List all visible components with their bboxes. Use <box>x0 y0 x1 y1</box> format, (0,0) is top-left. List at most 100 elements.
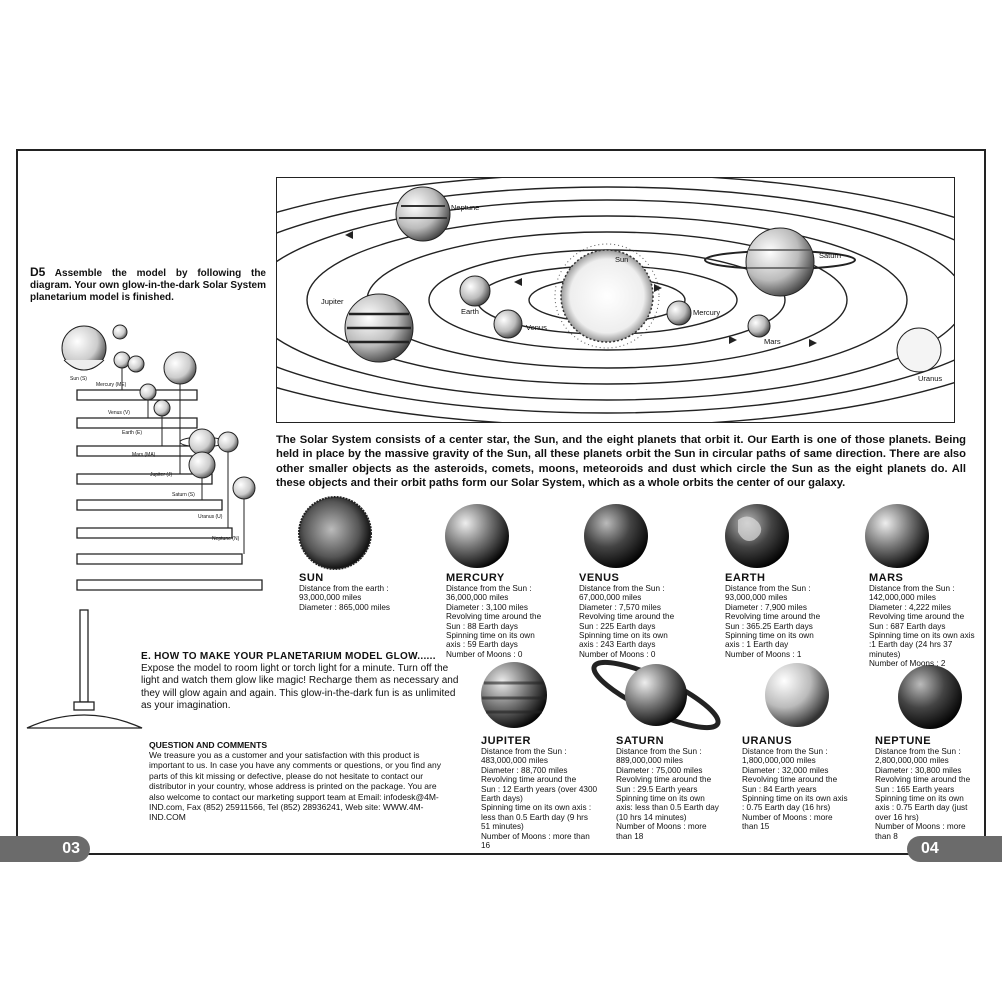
planet-fact: than 8 <box>875 831 898 841</box>
planet-fact: than 15 <box>742 822 770 832</box>
assembly-diagram: Sun (S) Mercury (ME) Venus (V) Earth (E)… <box>26 324 263 729</box>
planet-fact: less than 0.5 Earth day (9 hrs <box>481 812 588 822</box>
sun-image <box>298 496 372 570</box>
planet-fact: Sun : 84 Earth years <box>742 784 817 794</box>
planet-fact: Distance from the Sun : <box>481 747 567 756</box>
planet-fact: Sun : 165 Earth years <box>875 784 955 794</box>
planet-fact: Number of Moons : 0 <box>579 649 656 659</box>
planet-fact: minutes) <box>869 649 901 659</box>
planet-fact: 1,800,000,000 miles <box>742 756 816 766</box>
planet-fact: Sun : 12 Earth years (over 4300 <box>481 784 598 794</box>
planet-fact: Revolving time around the <box>579 612 675 622</box>
planet-fact: : 0.75 Earth day (16 hrs) <box>742 803 831 813</box>
planet-name: VENUS <box>579 572 620 584</box>
planet-fact: Number of Moons : 1 <box>725 649 802 659</box>
planet-fact: Number of Moons : more <box>742 812 833 822</box>
planet-fact: :1 Earth day (24 hrs 37 <box>869 640 953 650</box>
planet-fact: Number of Moons : more than <box>481 831 590 841</box>
planet-card-earth: EARTH Distance from the Sun : 93,000,000… <box>725 572 855 659</box>
planet-fact: 67,000,000 miles <box>579 593 642 603</box>
planet-card-venus: VENUS Distance from the Sun : 67,000,000… <box>579 572 709 659</box>
planet-name: MERCURY <box>446 572 505 584</box>
planet-fact: Diameter : 7,900 miles <box>725 602 807 612</box>
model-label-earth: Earth (E) <box>122 430 142 436</box>
saturn-image <box>625 664 687 726</box>
glow-instructions: E. HOW TO MAKE YOUR PLANETARIUM MODEL GL… <box>141 651 459 713</box>
planet-fact: Distance from the Sun : <box>875 747 961 756</box>
questions-comments: QUESTION AND COMMENTS We treasure you as… <box>149 740 454 823</box>
uranus-image <box>765 663 829 727</box>
planet-fact: Distance from the Sun : <box>725 584 811 593</box>
d5-text: Assemble the model by following the diag… <box>30 268 266 303</box>
model-label-mercury: Mercury (ME) <box>96 382 127 388</box>
planet-fact: Revolving time around the <box>742 775 838 785</box>
qc-heading: QUESTION AND COMMENTS <box>149 740 268 750</box>
planet-card-mars: MARS Distance from the Sun : 142,000,000… <box>869 572 989 669</box>
planet-fact: axis: less than 0.5 Earth day <box>616 803 719 813</box>
model-label-sun: Sun (S) <box>70 376 87 382</box>
planet-name: SATURN <box>616 735 665 747</box>
planet-fact: Revolving time around the <box>446 612 542 622</box>
planet-fact: Diameter : 3,100 miles <box>446 602 528 612</box>
planet-name: MARS <box>869 572 904 584</box>
planet-fact: 93,000,000 miles <box>299 593 362 603</box>
mercury-image <box>445 504 509 568</box>
planet-fact: 93,000,000 miles <box>725 593 788 603</box>
planet-fact: Diameter : 7,570 miles <box>579 602 661 612</box>
page-frame <box>16 149 986 855</box>
model-label-uranus: Uranus (U) <box>198 514 223 520</box>
label-sun: Sun <box>615 255 628 264</box>
planet-fact: Number of Moons : more <box>616 822 707 832</box>
planet-name: JUPITER <box>481 735 531 747</box>
page-number-left: 03 <box>0 836 90 862</box>
qc-body: We treasure you as a customer and your s… <box>149 750 441 823</box>
planet-fact: Spinning time on its own axis <box>869 631 975 641</box>
planet-fact: Distance from the Sun : <box>742 747 828 756</box>
label-venus: Venus <box>526 323 547 332</box>
solar-system-intro: The Solar System consists of a center st… <box>276 434 966 490</box>
glow-body: Expose the model to room light or torch … <box>141 663 459 712</box>
model-label-mars: Mars (MA) <box>132 452 156 458</box>
planet-card-saturn: SATURN Distance from the Sun : 889,000,0… <box>616 735 738 841</box>
planet-fact: Sun : 687 Earth days <box>869 621 946 631</box>
planet-name: URANUS <box>742 735 793 747</box>
planet-fact: 142,000,000 miles <box>869 593 936 603</box>
planet-name: NEPTUNE <box>875 735 932 747</box>
orbit-diagram: Neptune Saturn Jupiter Sun Earth Venus M… <box>276 177 955 423</box>
planet-fact: Spinning time on its own <box>616 794 705 804</box>
planet-fact: 889,000,000 miles <box>616 756 683 766</box>
planet-fact: axis : 59 Earth days <box>446 640 518 650</box>
planet-fact: Number of Moons : 0 <box>446 649 523 659</box>
label-mercury: Mercury <box>693 308 720 317</box>
label-mars: Mars <box>764 337 781 346</box>
planet-fact: Sun : 29.5 Earth years <box>616 784 698 794</box>
mars-image <box>865 504 929 568</box>
planet-card-neptune: NEPTUNE Distance from the Sun : 2,800,00… <box>875 735 995 841</box>
planet-card-mercury: MERCURY Distance from the Sun : 36,000,0… <box>446 572 576 659</box>
planet-fact: (10 hrs 14 minutes) <box>616 812 687 822</box>
planet-fact: Distance from the Sun : <box>869 584 955 593</box>
model-label-jupiter: Jupiter (J) <box>150 472 173 478</box>
venus-image <box>584 504 648 568</box>
planet-fact: Sun : 88 Earth days <box>446 621 518 631</box>
planet-fact: Spinning time on its own <box>725 631 814 641</box>
planet-card-jupiter: JUPITER Distance from the Sun : 483,000,… <box>481 735 603 850</box>
planet-fact: Revolving time around the <box>725 612 821 622</box>
model-label-neptune: Neptune (N) <box>212 536 240 542</box>
model-label-saturn: Saturn (S) <box>172 492 195 498</box>
neptune-image <box>898 665 962 729</box>
label-saturn: Saturn <box>819 251 841 260</box>
planet-fact: Sun : 225 Earth days <box>579 621 656 631</box>
planet-fact: Sun : 365.25 Earth days <box>725 621 813 631</box>
planet-fact: axis : 0.75 Earth day (just <box>875 803 968 813</box>
planet-fact: 51 minutes) <box>481 822 524 832</box>
glow-heading: E. HOW TO MAKE YOUR PLANETARIUM MODEL GL… <box>141 651 436 662</box>
d5-step-number: D5 <box>30 265 46 279</box>
planet-fact: axis : 243 Earth days <box>579 640 656 650</box>
planet-card-sun: SUN Distance from the earth : 93,000,000… <box>299 572 429 612</box>
planet-name: SUN <box>299 572 324 584</box>
planet-name: EARTH <box>725 572 766 584</box>
planet-fact: than 18 <box>616 831 644 841</box>
planet-fact: 483,000,000 miles <box>481 756 548 766</box>
